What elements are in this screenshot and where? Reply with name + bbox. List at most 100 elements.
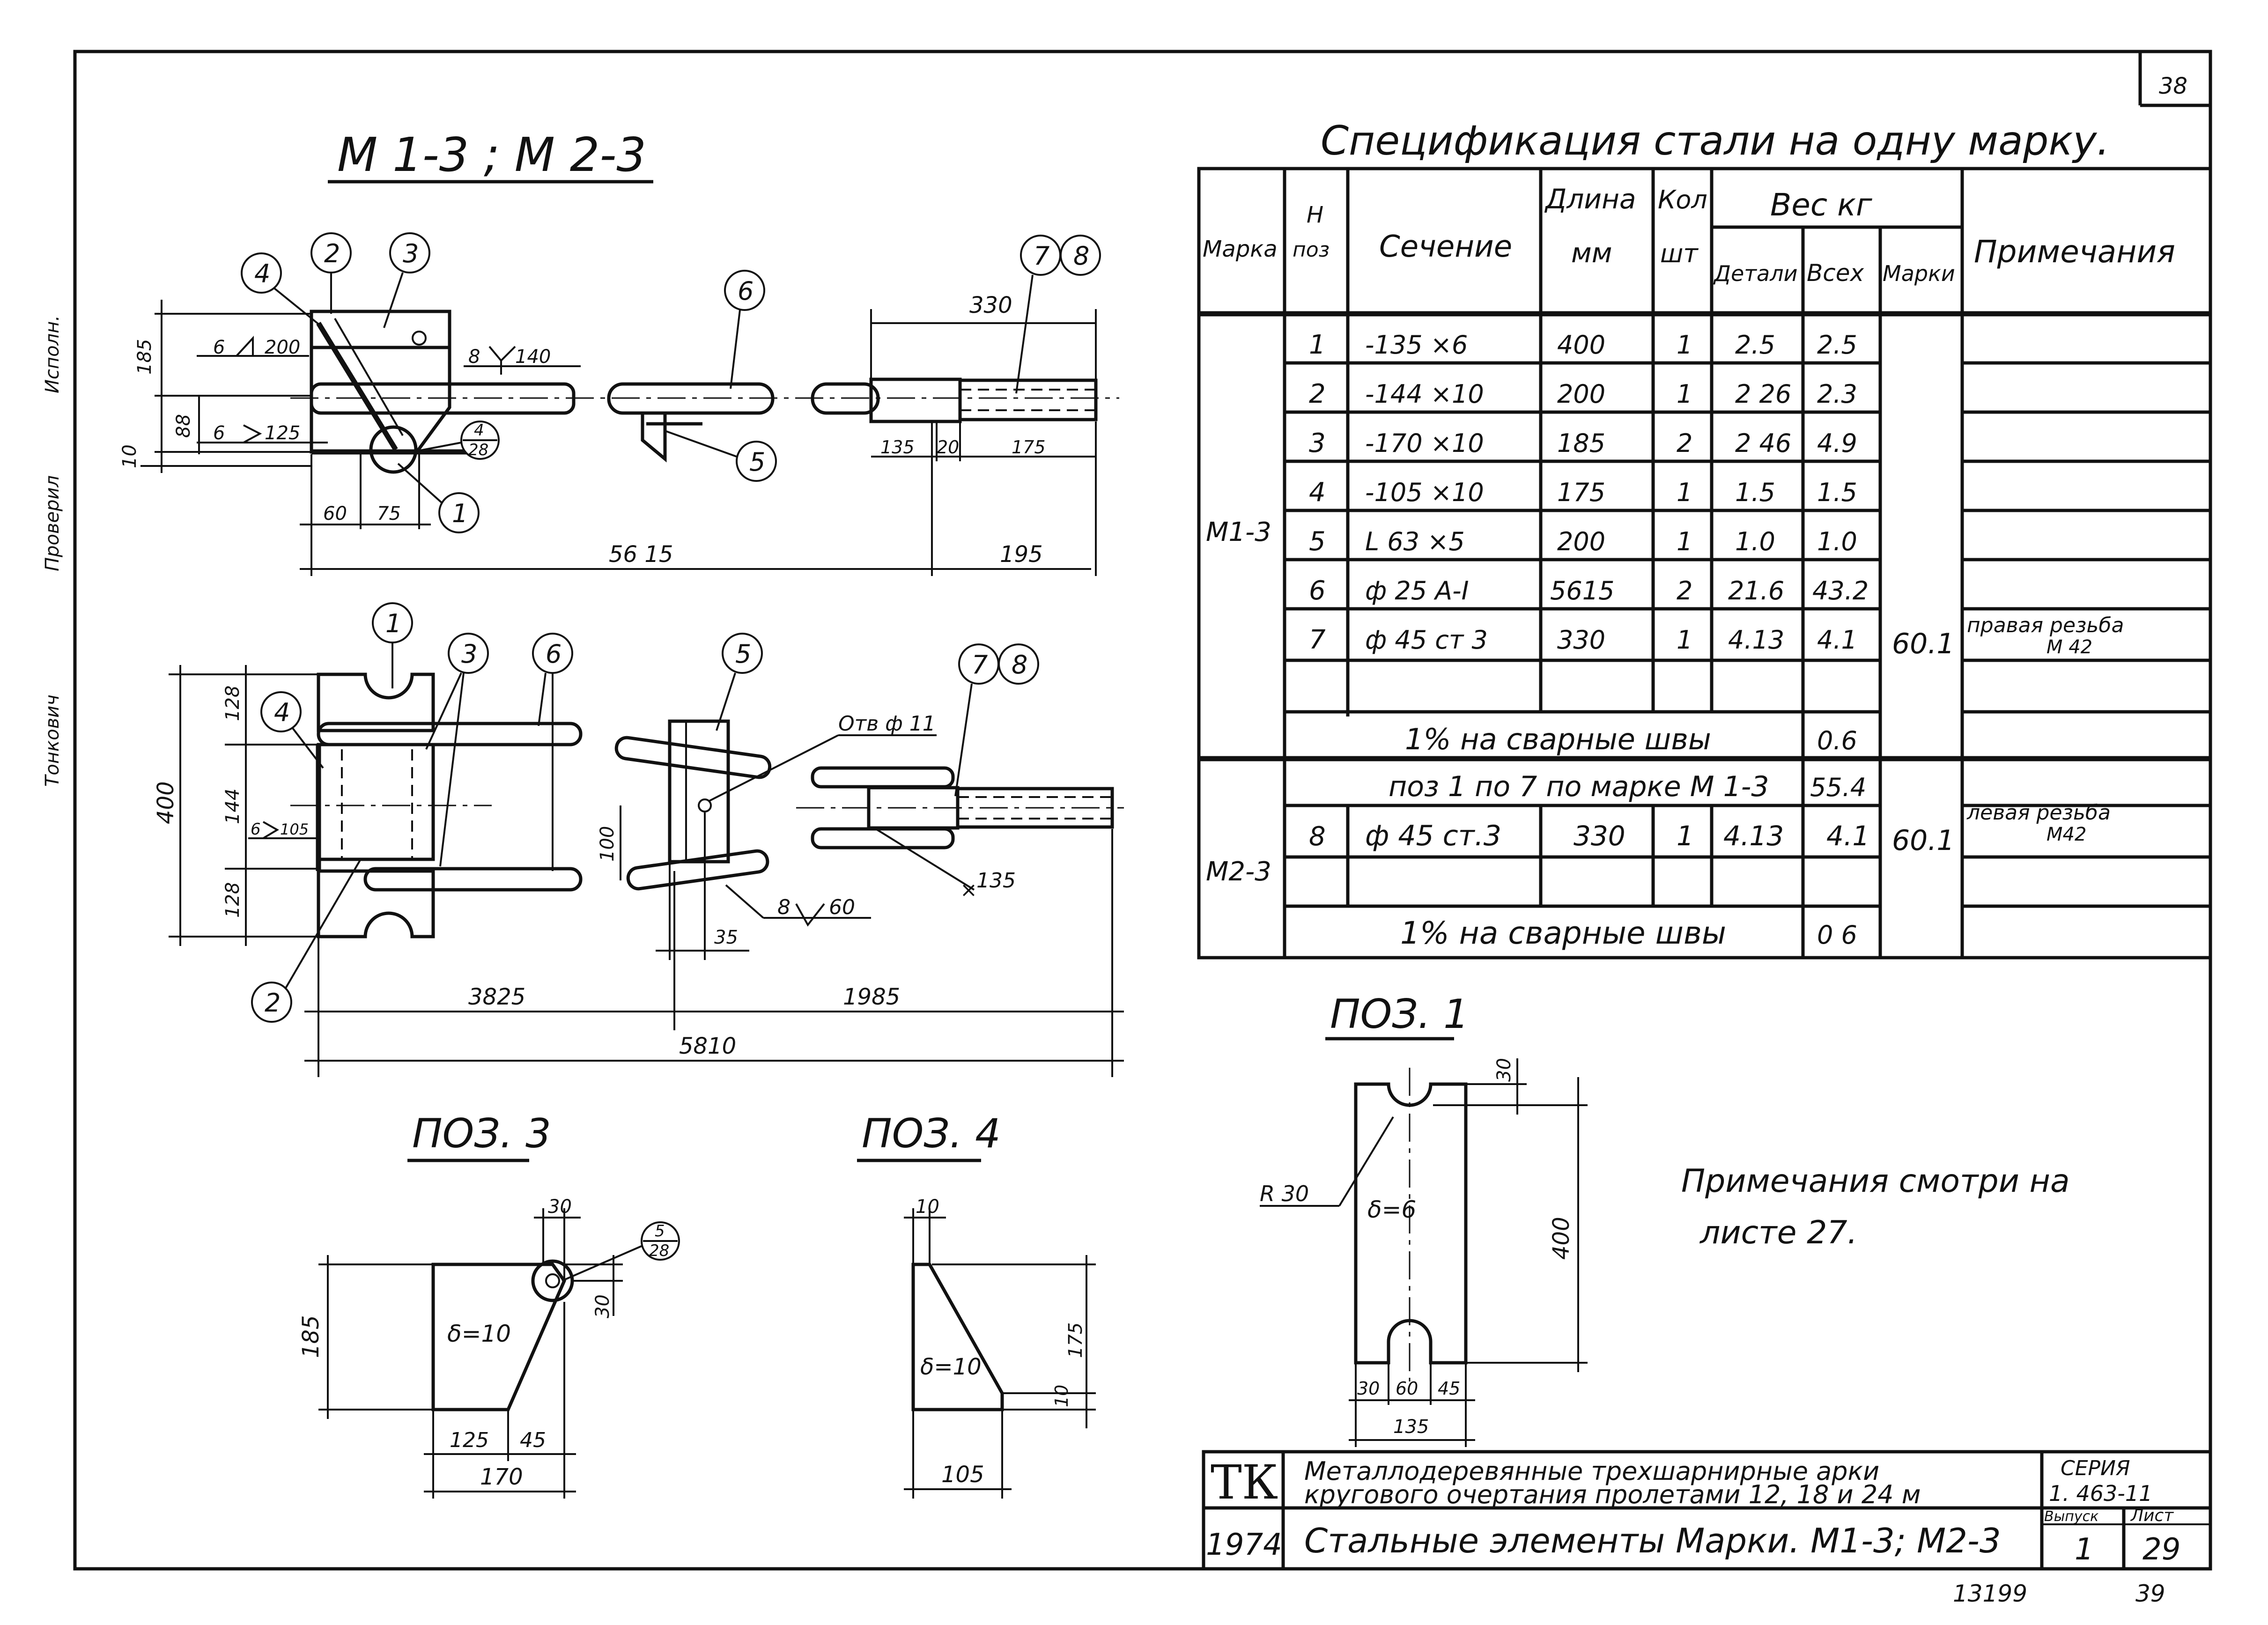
- page-number: 39: [2135, 1580, 2165, 1607]
- svg-text:δ=10: δ=10: [447, 1320, 511, 1347]
- group-total: 60.1: [1892, 824, 1955, 857]
- balloon-6: 6: [724, 270, 765, 311]
- svg-text:45: 45: [1438, 1378, 1460, 1399]
- note-line: листе 27.: [1699, 1214, 1857, 1251]
- hdr-qty: шт: [1660, 239, 1699, 268]
- svg-text:4.1: 4.1: [1817, 625, 1857, 655]
- subtitle: Стальные элементы Марки. М1-3; М2-3: [1304, 1521, 2001, 1560]
- note-line: Примечания смотри на: [1681, 1163, 2070, 1200]
- hdr-section: Сечение: [1379, 229, 1512, 264]
- svg-text:6: 6: [213, 422, 225, 444]
- dim-x-mark: ×: [960, 878, 977, 902]
- leader: [425, 672, 462, 750]
- leader: [285, 858, 362, 989]
- balloon-3: 3: [389, 232, 430, 273]
- balloon-2: 2: [310, 232, 352, 273]
- svg-text:1: 1: [1677, 625, 1692, 655]
- detail-pos-1: ПОЗ. 1 δ=6 R 30 30 400 30 60 45 135: [1260, 991, 1588, 1447]
- table-row: 4 -105 ×10 175 1 1.5 1.5: [1309, 477, 1857, 508]
- plan-view: 1 3 6 5 7 8 4 2 Отв ф 11 6 105 8: [153, 602, 1124, 1077]
- svg-text:30: 30: [1493, 1058, 1515, 1082]
- margin-note: Исполн.: [42, 315, 63, 393]
- leader: [709, 734, 839, 802]
- hdr-pos: Н: [1307, 202, 1323, 228]
- svg-text:400: 400: [1548, 1217, 1574, 1260]
- svg-text:2.3: 2.3: [1817, 379, 1857, 409]
- hdr-note: Примечания: [1974, 234, 2175, 270]
- svg-text:1: 1: [1677, 478, 1692, 507]
- svg-text:1: 1: [1677, 330, 1692, 360]
- svg-text:3: 3: [461, 639, 477, 669]
- svg-text:125: 125: [265, 422, 300, 444]
- sheet-value: 29: [2142, 1532, 2180, 1567]
- svg-text:8: 8: [1309, 821, 1326, 852]
- detail-pos-4: ПОЗ. 4 δ=10 10 175 10 105: [857, 1110, 1096, 1499]
- weld-symbol: 8 140: [464, 346, 581, 375]
- svg-text:88: 88: [173, 414, 194, 438]
- balloon-7: 7: [958, 643, 999, 685]
- group-note: правая резьба: [1967, 613, 2124, 637]
- svg-text:ф 45 ст 3: ф 45 ст 3: [1365, 625, 1488, 655]
- group-note: левая резьба: [1966, 801, 2111, 825]
- hdr-pos: поз: [1293, 238, 1330, 262]
- dim-3825: 3825: [468, 984, 525, 1010]
- leader: [383, 272, 404, 328]
- weld-row-value: 0.6: [1817, 726, 1857, 755]
- table-row: 6 ф 25 А-I 5615 2 21.6 43.2: [1309, 576, 1869, 606]
- hdr-weight: Вес кг: [1770, 187, 1872, 223]
- svg-text:105: 105: [941, 1462, 984, 1488]
- rod-upper: [317, 722, 583, 746]
- svg-text:4.13: 4.13: [1728, 625, 1784, 655]
- leader: [875, 828, 975, 891]
- leader: [730, 310, 741, 389]
- margin-notes: Тонкович Проверил Исполн.: [42, 315, 63, 787]
- svg-text:1.0: 1.0: [1735, 527, 1775, 556]
- svg-text:200: 200: [1557, 527, 1605, 556]
- table-row: 1 -135 ×6 400 1 2.5 2.5: [1309, 330, 1857, 360]
- balloon-8: 8: [998, 643, 1039, 685]
- svg-text:L 63 ×5: L 63 ×5: [1365, 527, 1465, 556]
- svg-text:135: 135: [1393, 1416, 1429, 1438]
- svg-text:4.1: 4.1: [1826, 820, 1869, 852]
- svg-text:δ=6: δ=6: [1367, 1196, 1416, 1223]
- svg-text:200: 200: [265, 337, 300, 358]
- weld-row-value: 0 6: [1817, 920, 1857, 950]
- dim-5810: 5810: [679, 1033, 736, 1059]
- svg-text:105: 105: [280, 820, 309, 838]
- plate-outline: [310, 310, 451, 454]
- svg-text:-105 ×10: -105 ×10: [1365, 478, 1484, 507]
- hole-symbol: [698, 798, 712, 812]
- leader: [954, 683, 973, 797]
- svg-text:175: 175: [1065, 1322, 1086, 1358]
- balloon-8: 8: [1060, 235, 1101, 276]
- dim-x135: 135: [976, 869, 1016, 893]
- svg-text:5: 5: [655, 1222, 665, 1241]
- spec-title: Спецификация стали на одну марку.: [1321, 118, 2110, 164]
- svg-text:175: 175: [1012, 437, 1046, 458]
- elevation-view: 4 2 3 6 7 8 1 5 4 28 6 200 6: [119, 232, 1119, 576]
- hdr-marks: Марки: [1883, 261, 1955, 286]
- angle-bracket: [641, 413, 667, 463]
- svg-text:2: 2: [324, 239, 340, 268]
- svg-text:8: 8: [1073, 241, 1089, 271]
- series-value: 1. 463-11: [2049, 1481, 2152, 1506]
- svg-text:1: 1: [385, 609, 401, 638]
- connector-plate: [668, 719, 730, 864]
- svg-text:8: 8: [468, 346, 480, 368]
- svg-text:4: 4: [274, 698, 290, 727]
- svg-text:2: 2: [1677, 428, 1692, 458]
- leader: [665, 430, 737, 458]
- svg-text:5: 5: [735, 639, 751, 669]
- table-row: 5 L 63 ×5 200 1 1.0 1.0: [1309, 526, 1857, 557]
- margin-note: Тонкович: [42, 694, 63, 787]
- slotted-plate: [317, 672, 435, 732]
- leader: [725, 884, 764, 919]
- svg-text:6: 6: [738, 276, 754, 306]
- weld-symbol: 6 105: [248, 820, 318, 839]
- detail-circle: [369, 425, 418, 474]
- svg-text:ф 45 ст.3: ф 45 ст.3: [1365, 820, 1501, 852]
- svg-text:175: 175: [1557, 478, 1605, 507]
- svg-text:60: 60: [829, 895, 855, 919]
- svg-text:1.5: 1.5: [1735, 478, 1775, 507]
